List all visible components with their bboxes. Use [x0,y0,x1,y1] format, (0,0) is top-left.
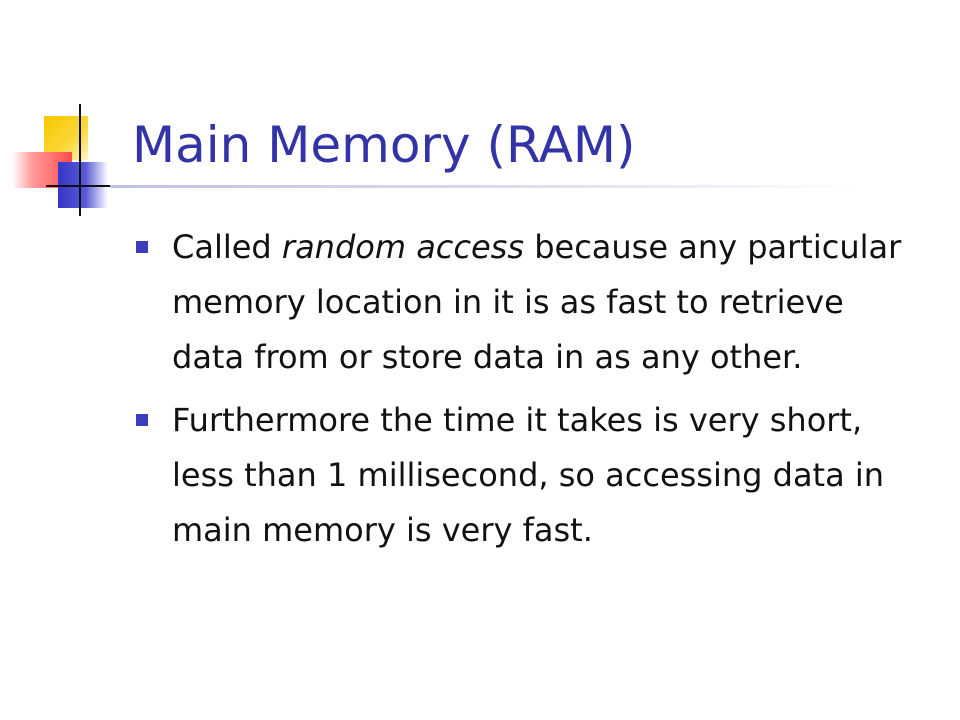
bullet-square-icon [136,241,148,253]
logo-vertical-line [79,104,81,216]
bullet-list: Called random access because any particu… [136,220,916,566]
slide-title: Main Memory (RAM) [132,116,636,174]
bullet-item: Called random access because any particu… [136,220,916,385]
logo-horizontal-line [46,185,136,187]
bullet-item: Furthermore the time it takes is very sh… [136,393,916,558]
bullet-square-icon [136,414,148,426]
bullet-text-prefix: Called [172,228,282,266]
bullet-text-prefix: Furthermore the time it takes is very sh… [172,401,885,549]
bullet-text-emphasis: random access [281,228,525,266]
bullet-text-suffix: because any particular memory location i… [172,228,902,376]
corner-logo-icon [0,90,140,220]
title-underline [110,185,870,188]
